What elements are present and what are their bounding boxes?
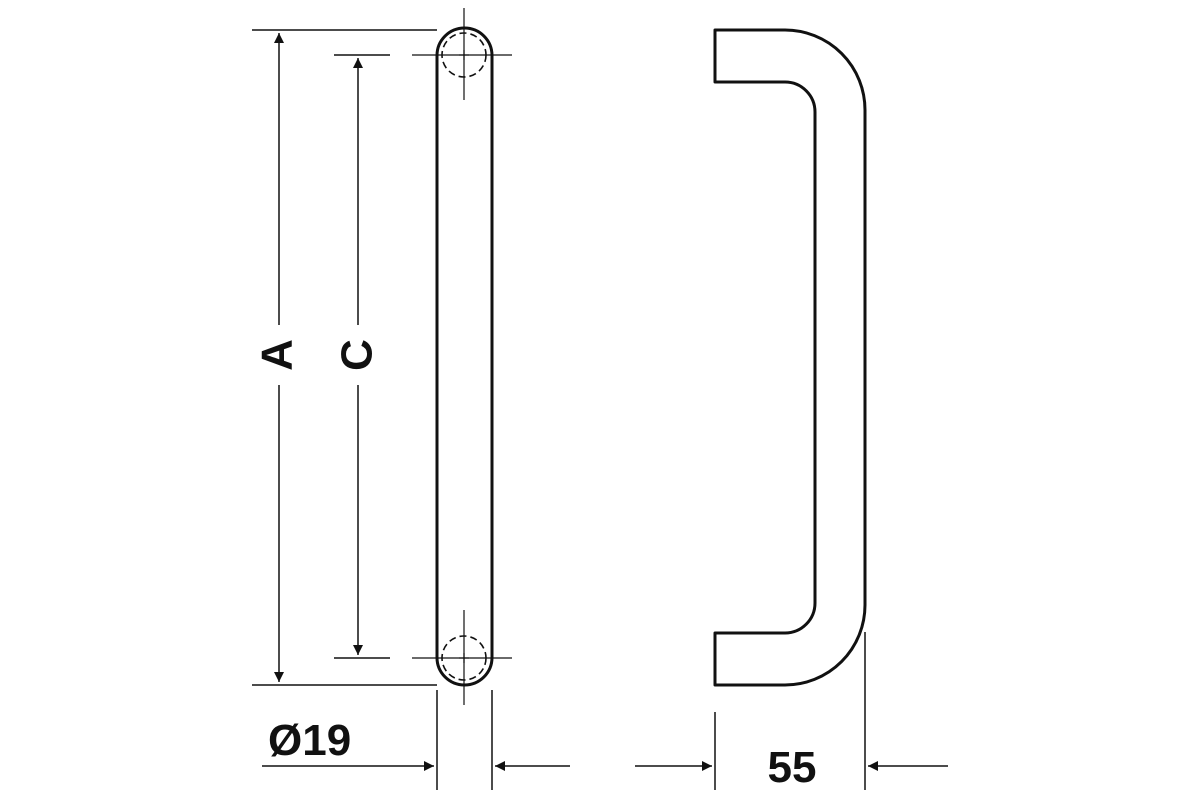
handle-front-outline — [435, 26, 494, 687]
label-c: C — [333, 339, 382, 371]
label-diameter: Ø19 — [268, 716, 351, 765]
label-a: A — [253, 339, 302, 371]
bottom-mounting-hole — [412, 610, 512, 705]
label-projection: 55 — [768, 743, 817, 792]
dimension-a — [252, 29, 437, 686]
dimension-c — [334, 54, 390, 659]
top-mounting-hole — [412, 8, 512, 100]
dimension-projection — [635, 632, 948, 790]
dimension-diameter — [262, 690, 570, 790]
handle-side-outline — [713, 28, 867, 687]
